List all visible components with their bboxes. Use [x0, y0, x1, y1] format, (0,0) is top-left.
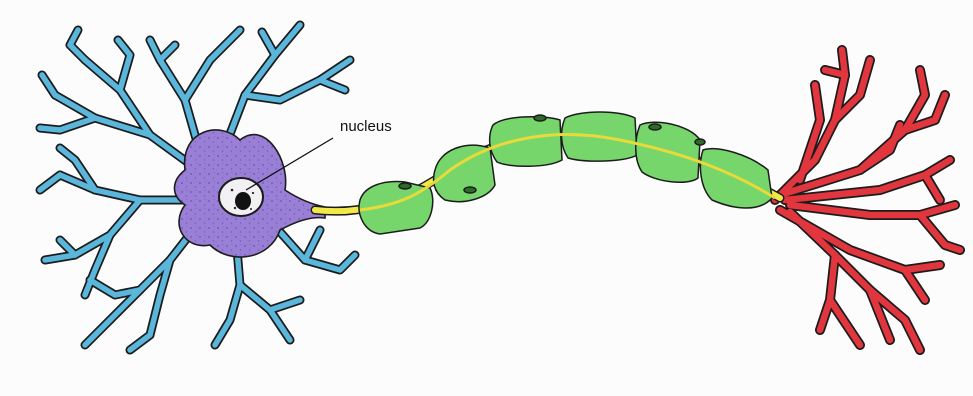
myelin-segment [434, 145, 495, 201]
myelin-sheath [359, 112, 772, 234]
schwann-nucleus [399, 183, 411, 189]
schwann-nucleus [534, 115, 546, 121]
terminals-fill [775, 50, 960, 350]
schwann-nucleus [464, 187, 476, 193]
nucleus-label: nucleus [340, 118, 392, 135]
myelin-segment [490, 117, 562, 167]
axon-terminals [775, 50, 960, 350]
nucleolus [235, 192, 251, 210]
schwann-nucleus [695, 139, 705, 145]
schwann-nucleus [649, 124, 661, 130]
